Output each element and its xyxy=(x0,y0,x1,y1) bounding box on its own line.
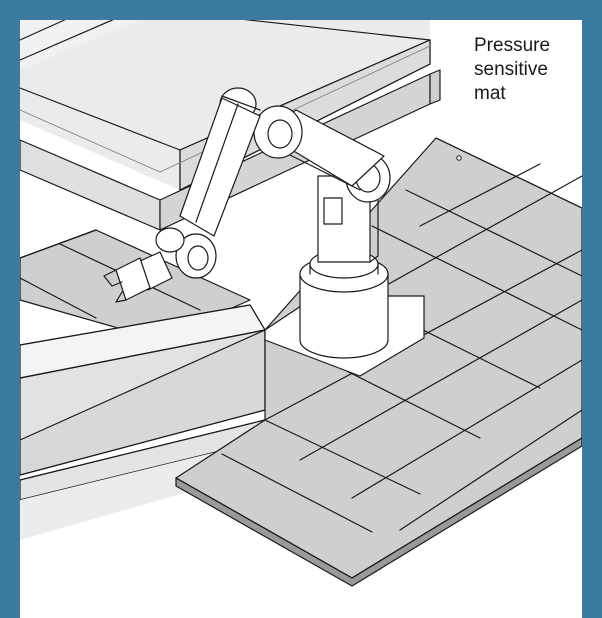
leader-dot-icon xyxy=(456,155,462,161)
label-line-3: mat xyxy=(474,83,506,104)
pressure-mat-label: Pressure sensitive mat xyxy=(474,34,584,106)
label-line-1: Pressure xyxy=(474,35,551,56)
conveyor-table xyxy=(19,304,266,540)
robot-arm xyxy=(103,87,391,359)
label-line-2: sensitive xyxy=(474,59,548,80)
